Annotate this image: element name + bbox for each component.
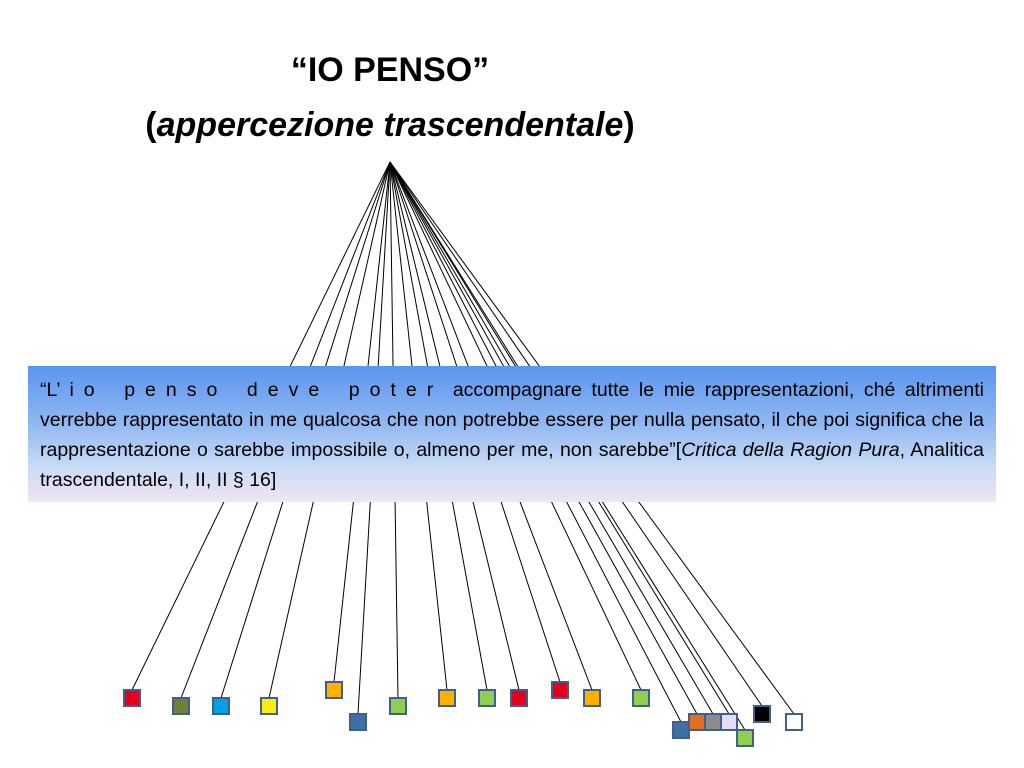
color-square-lavender — [720, 713, 738, 731]
color-square-amber — [325, 681, 343, 699]
quote-source-rest: , Analitica trascendentale, I, II, II § … — [40, 439, 984, 491]
color-square-steel — [349, 713, 367, 731]
quote-text: “L’ io penso deve poter accompagnare tut… — [40, 375, 984, 495]
color-square-amber — [583, 689, 601, 707]
color-square-white — [785, 713, 803, 731]
quote-box: “L’ io penso deve poter accompagnare tut… — [28, 366, 996, 502]
color-squares — [123, 681, 803, 747]
quote-main-text: accompagnare tutte le mie rappresentazio… — [40, 379, 984, 461]
title-italic: appercezione trascendentale — [156, 106, 624, 144]
color-square-amber — [438, 689, 456, 707]
quote-open: “L’ — [40, 379, 70, 401]
color-square-olive — [172, 697, 190, 715]
title-line-2: (appercezione trascendentale) — [90, 104, 690, 146]
quote-source-title: Critica della Ragion Pura — [681, 439, 900, 461]
title-block: “IO PENSO” (appercezione trascendentale) — [0, 0, 1024, 160]
color-square-green — [632, 689, 650, 707]
color-square-yellow — [260, 697, 278, 715]
color-square-blue — [212, 697, 230, 715]
color-square-gray — [704, 713, 722, 731]
color-square-red — [510, 689, 528, 707]
color-square-steel — [672, 721, 690, 739]
color-square-green — [736, 729, 754, 747]
color-square-green — [389, 697, 407, 715]
color-square-red — [551, 681, 569, 699]
title-close-paren: ) — [623, 106, 635, 144]
title-line-1: “IO PENSO” — [290, 51, 490, 89]
color-square-orange — [688, 713, 706, 731]
color-square-red — [123, 689, 141, 707]
title-open-paren: ( — [145, 106, 157, 144]
color-square-green — [478, 689, 496, 707]
color-square-black — [753, 705, 771, 723]
quote-spaced-words: io penso deve poter — [69, 379, 444, 401]
